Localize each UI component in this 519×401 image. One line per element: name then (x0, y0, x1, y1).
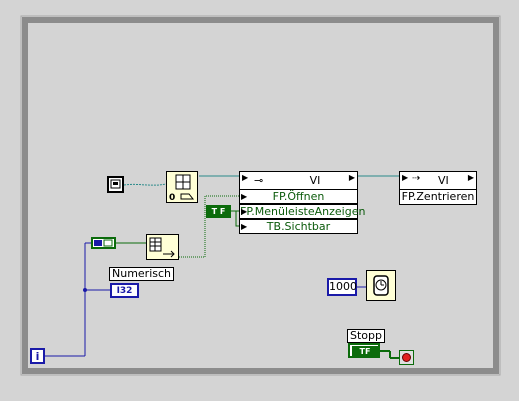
reference-arrow-icon: ▶ (242, 173, 249, 182)
input-arrow-icon: ▶ (241, 222, 248, 231)
iteration-terminal[interactable]: i (30, 348, 45, 364)
vi-reference-icon[interactable] (107, 176, 124, 193)
wait-ms-constant[interactable]: 1000 (327, 278, 357, 296)
property-node-header[interactable]: ▶ ⊸ VI ▶ (239, 171, 358, 190)
boolean-wire (116, 195, 239, 258)
stop-control-caption: Stopp (347, 329, 385, 343)
property-node-out-icon: ▶ (348, 173, 355, 182)
wait-ms-icon[interactable] (366, 270, 396, 301)
method-node-class-label: VI (438, 174, 449, 187)
property-node-key-icon: ⊸ (254, 174, 264, 187)
svg-text:0: 0 (169, 193, 175, 202)
build-array-icon[interactable] (146, 234, 179, 260)
wire-junction (83, 288, 87, 292)
method-node-header[interactable]: ▶ ⇢ VI ▶ (399, 171, 477, 190)
input-arrow-icon: ▶ (241, 192, 248, 201)
property-fp-menueleiste[interactable]: ▶ FP.MenüleisteAnzeigen (239, 204, 366, 219)
property-fp-oeffnen[interactable]: ▶ FP.Öffnen (239, 189, 358, 204)
wait-wire (357, 286, 367, 288)
input-arrow-icon: ▶ (241, 207, 248, 216)
refnum-wire (123, 175, 399, 186)
stop-control-label: TF (352, 346, 378, 357)
array-constant[interactable] (91, 237, 116, 249)
method-invoke-icon: ⇢ (412, 173, 421, 184)
property-tb-sichtbar[interactable]: ▶ TB.Sichtbar (239, 219, 358, 234)
stop-wire (380, 350, 400, 359)
open-vi-reference-icon[interactable]: 0 (166, 171, 198, 203)
property-node-class-label: VI (309, 174, 321, 187)
boolean-constant[interactable]: T F (206, 205, 231, 218)
reference-arrow-icon: ▶ (402, 173, 409, 182)
numeric-wire (44, 242, 110, 357)
stop-control-terminal[interactable]: TF (348, 343, 380, 358)
method-node-out-icon: ▶ (467, 173, 474, 182)
stop-terminal-icon[interactable] (399, 350, 414, 365)
numeric-indicator-caption: Numerisch (109, 267, 175, 281)
method-fp-zentrieren[interactable]: FP.Zentrieren (399, 189, 477, 205)
numeric-indicator-terminal[interactable]: I32 (110, 283, 139, 298)
